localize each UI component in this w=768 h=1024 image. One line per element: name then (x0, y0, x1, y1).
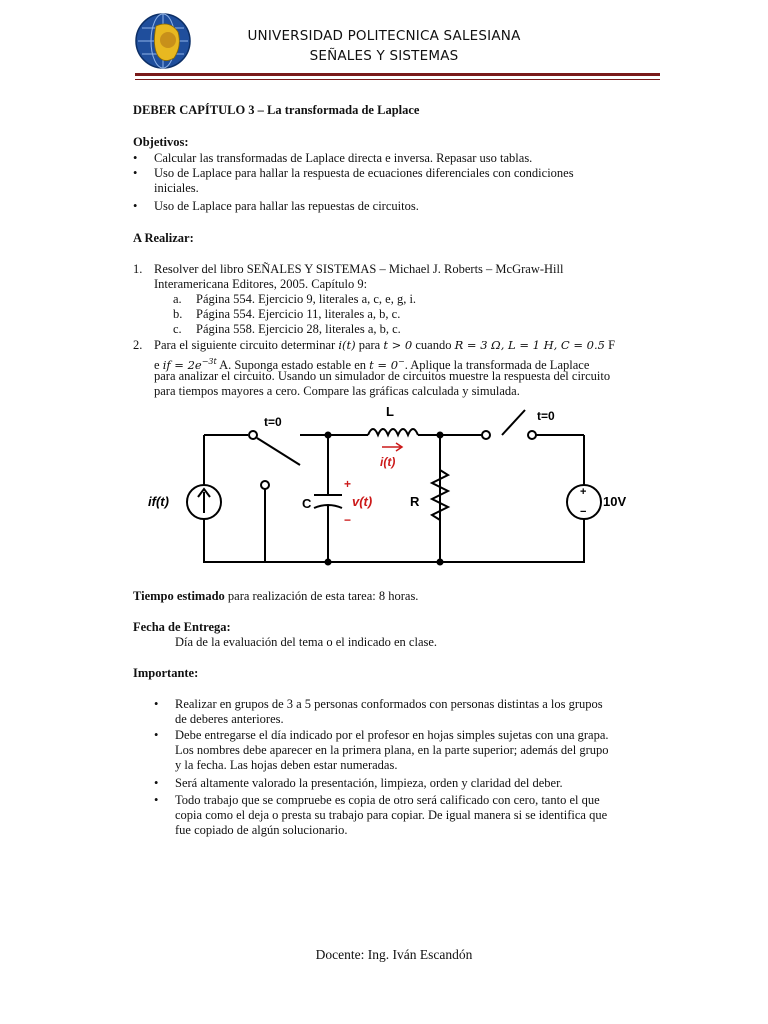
subtask-label: a. (173, 292, 182, 306)
switch2-blade (501, 409, 526, 436)
voltage-minus-label: − (344, 513, 351, 527)
resistor-node-wire (418, 434, 441, 562)
subtask-text: Página 558. Ejercicio 28, literales a, b… (196, 322, 401, 336)
task-number: 1. (133, 262, 143, 276)
important-bullet: • (154, 697, 159, 711)
current-source-circle (186, 484, 222, 520)
footer-teacher: Docente: Ing. Iván Escandón (315, 947, 473, 962)
important-item: Realizar en grupos de 3 a 5 personas con… (175, 697, 603, 711)
estimated-time-label: Tiempo estimado (133, 589, 225, 603)
switch2-terminal-open (481, 430, 491, 440)
subtask-text: Página 554. Ejercicio 9, literales a, c,… (196, 292, 417, 306)
vsource-label: 10V (603, 494, 626, 509)
inductor-label: L (386, 404, 394, 419)
important-item: Será altamente valorado la presentación,… (175, 776, 563, 790)
subtask-label: b. (173, 307, 183, 321)
objective-bullet: • (133, 199, 138, 213)
task-text: F (604, 338, 616, 352)
vsource-plus: + (580, 486, 586, 498)
important-item: fue copiado de algún solucionario. (175, 823, 348, 837)
important-bullet: • (154, 793, 159, 807)
junction-dot (436, 431, 444, 439)
capacitor-label: C (302, 496, 312, 511)
current-source-label: if(t) (148, 494, 169, 509)
estimated-time: Tiempo estimado para realización de esta… (133, 589, 418, 604)
delivery-text: Día de la evaluación del tema o el indic… (175, 635, 438, 649)
header-rule-thin (135, 79, 660, 80)
inductor-coil (367, 428, 419, 438)
switch1-terminal (248, 430, 258, 440)
voltage-source-circle (566, 484, 602, 520)
switch2-terminal (527, 430, 537, 440)
delivery-heading: Fecha de Entrega: (133, 620, 231, 634)
switch1-blade (256, 437, 301, 466)
resistor-label: R (410, 494, 420, 509)
task-text: para (355, 338, 384, 352)
current-label: i(t) (380, 455, 395, 469)
junction-dot (436, 558, 444, 566)
important-item: de deberes anteriores. (175, 712, 284, 726)
task2-line1: Para el siguiente circuito determinar i(… (154, 338, 615, 353)
math-expression: R = 3 Ω, L = 1 H, C = 0.5 (454, 338, 605, 352)
important-item: y la fecha. Las hojas deben estar numera… (175, 758, 398, 772)
task-text: Interamericana Editores, 2005. Capítulo … (154, 277, 368, 291)
task-text: para tiempos mayores a cero. Compare las… (154, 384, 520, 398)
math-superscript: − (398, 357, 405, 366)
capacitor-branch (313, 435, 343, 562)
university-logo (135, 13, 191, 69)
important-bullet: • (154, 728, 159, 742)
task2-line2: e if = 2e−3t A. Suponga estado estable e… (154, 354, 589, 373)
junction-dot (324, 558, 332, 566)
subtask-label: c. (173, 322, 182, 336)
important-item: Los nombres debe aparecer en la primera … (175, 743, 609, 757)
subtask-text: Página 554. Ejercicio 11, literales a, b… (196, 307, 401, 321)
important-bullet: • (154, 776, 159, 790)
document-title: DEBER CAPÍTULO 3 – La transformada de La… (133, 103, 420, 117)
task-text: Resolver del libro SEÑALES Y SISTEMAS – … (154, 262, 564, 276)
math-expression: if = 2e (162, 358, 202, 373)
objectives-heading: Objetivos: (133, 135, 189, 149)
university-name: UNIVERSIDAD POLITECNICA SALESIANA (247, 28, 521, 44)
voltage-plus-label: + (344, 477, 351, 491)
switch1-terminal-open (260, 480, 270, 490)
objective-item: Uso de Laplace para hallar la respuesta … (154, 166, 574, 180)
current-direction-arrow (382, 442, 404, 452)
switch1-label: t=0 (264, 415, 282, 429)
vsource-minus: − (580, 506, 586, 518)
math-expression: t = 0 (369, 358, 399, 373)
objective-item: Calcular las transformadas de Laplace di… (154, 151, 533, 165)
tasks-heading: A Realizar: (133, 231, 194, 245)
circuit-diagram: t=0 t=0 L i(t) if(t) C + v(t) − R + − 10… (148, 404, 626, 566)
voltage-label: v(t) (352, 494, 372, 509)
estimated-time-text: para realización de esta tarea: 8 horas. (224, 589, 419, 603)
junction-dot (324, 431, 332, 439)
objective-bullet: • (133, 151, 138, 165)
math-expression: t > 0 (383, 338, 413, 352)
task-number: 2. (133, 338, 143, 352)
important-item: Debe entregarse el día indicado por el p… (175, 728, 609, 742)
math-expression: i(t) (338, 338, 356, 352)
task-text: e (154, 358, 163, 373)
objective-bullet: • (133, 166, 138, 180)
outer-wire (203, 435, 585, 563)
switch2-label: t=0 (537, 409, 555, 423)
important-item: copia como el deja o presta su trabajo p… (175, 808, 608, 822)
task-text: para analizar el circuito. Usando un sim… (154, 369, 611, 383)
important-item: Todo trabajo que se compruebe es copia d… (175, 793, 600, 807)
task-text: A. Suponga estado estable en (216, 358, 370, 373)
task-text: Para el siguiente circuito determinar (154, 338, 339, 352)
header-rule-thick (135, 73, 660, 76)
task-text: cuando (412, 338, 455, 352)
resistor-zigzag (429, 469, 451, 521)
objective-item: Uso de Laplace para hallar las repuestas… (154, 199, 419, 213)
current-source-arrow (197, 487, 211, 513)
math-superscript: −3t (201, 357, 217, 366)
important-heading: Importante: (133, 666, 199, 680)
objective-item-cont: iniciales. (154, 181, 199, 195)
task-text: . Aplique la transformada de Laplace (404, 358, 590, 373)
course-name: SEÑALES Y SISTEMAS (309, 48, 459, 64)
